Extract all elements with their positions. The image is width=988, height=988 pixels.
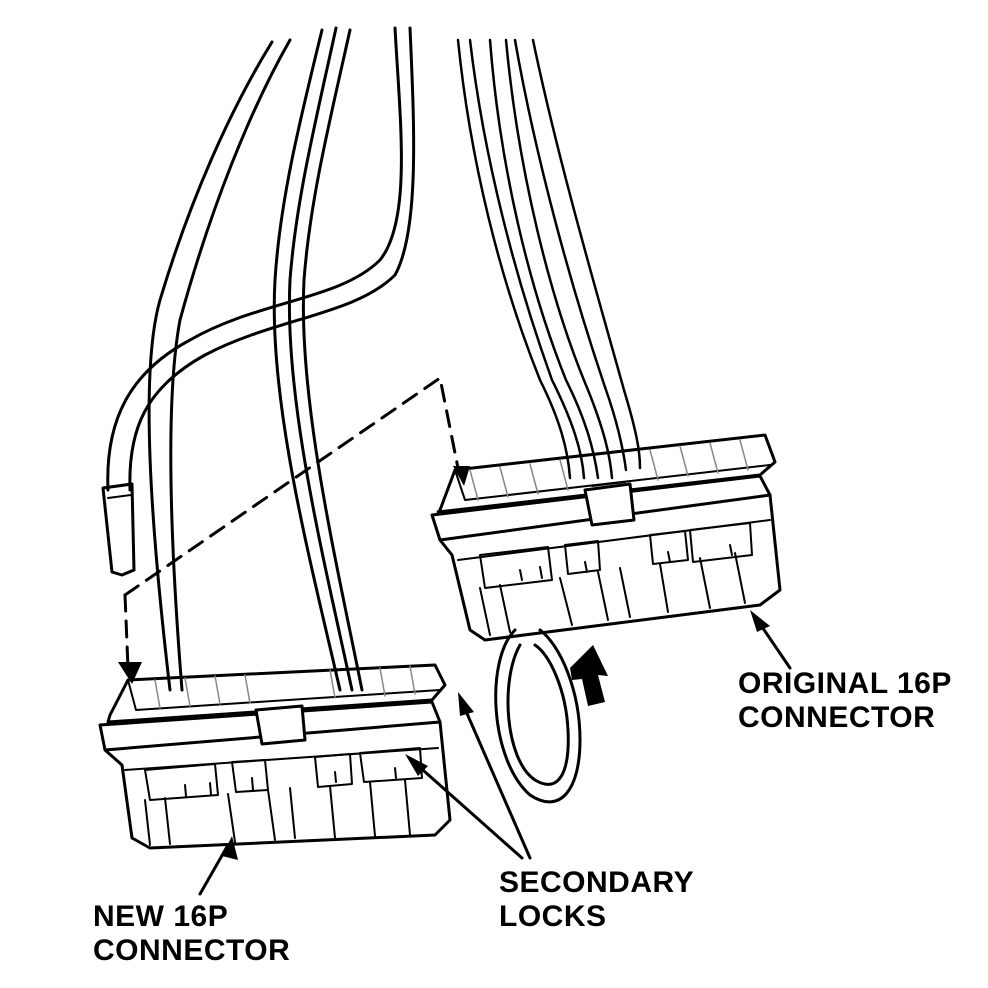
- new-top-hatch: [154, 665, 416, 709]
- original-connector-label-line-1: ORIGINAL 16P: [738, 667, 952, 700]
- original-connector-label-line-2: CONNECTOR: [738, 701, 936, 734]
- original-cavities: [479, 522, 753, 589]
- original-connector: [430, 433, 782, 642]
- new-connector: [98, 663, 452, 850]
- leader-arrowheads: [222, 610, 770, 860]
- original-connector-label: ORIGINAL 16P CONNECTOR: [738, 667, 952, 735]
- secondary-locks-label-line-1: SECONDARY: [499, 866, 695, 899]
- new-connector-wires: [106, 26, 416, 692]
- guide-arrowhead: [118, 662, 142, 684]
- alignment-guides: [123, 376, 460, 670]
- new-ribs: [144, 779, 411, 846]
- release-loop: [494, 628, 582, 804]
- original-ribs: [479, 552, 746, 636]
- secondary-locks-label: SECONDARY LOCKS: [499, 866, 694, 934]
- secondary-locks-label-line-2: LOCKS: [499, 900, 607, 933]
- new-connector-label-line-2: CONNECTOR: [93, 934, 291, 967]
- original-connector-wires: [456, 38, 642, 480]
- wire-terminal: [101, 482, 136, 577]
- new-connector-label: NEW 16P CONNECTOR: [93, 900, 290, 968]
- new-connector-label-line-1: NEW 16P: [93, 900, 229, 933]
- new-cavities: [144, 747, 423, 801]
- leader-lines: [198, 616, 792, 896]
- original-top-hatch: [469, 439, 749, 501]
- push-direction-arrow: [570, 645, 608, 706]
